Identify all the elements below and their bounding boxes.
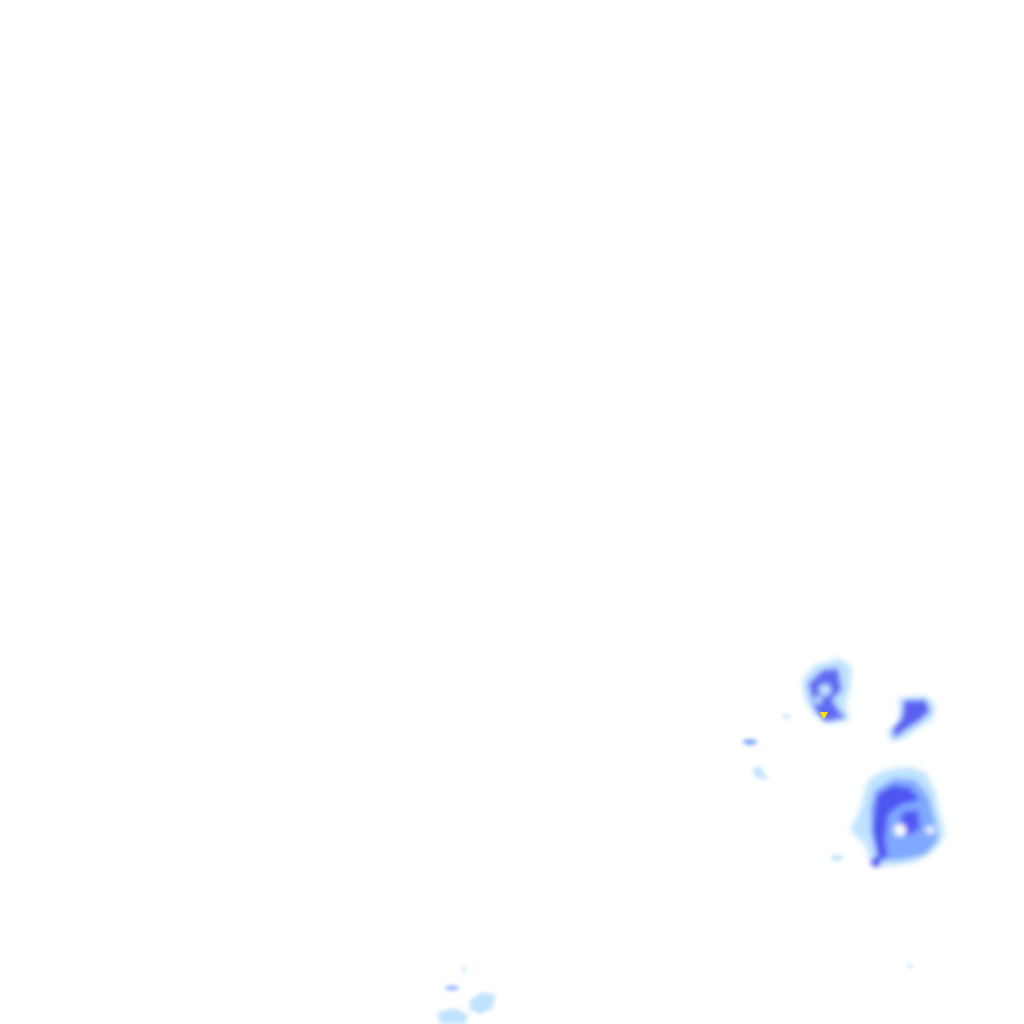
location-marker-icon[interactable] — [820, 712, 828, 718]
radar-cell-east — [887, 696, 936, 742]
radar-cell-south — [850, 767, 945, 867]
radar-cell-north — [802, 658, 852, 724]
radar-small-echoes — [438, 715, 913, 1024]
